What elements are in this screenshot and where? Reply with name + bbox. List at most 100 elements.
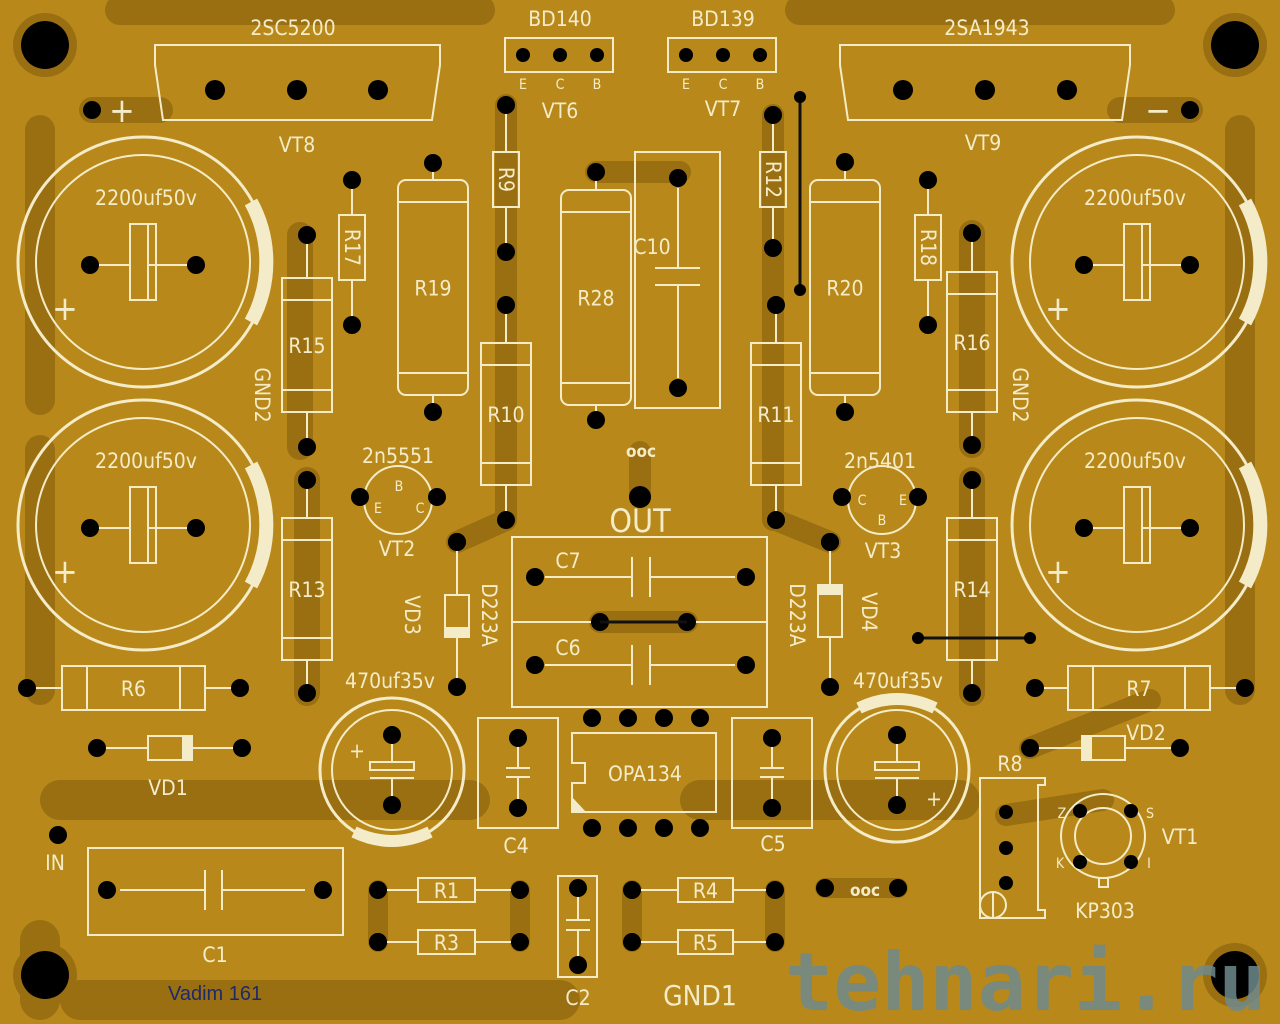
cap-big-4-value: 2200uf50v	[1084, 449, 1186, 473]
solder-pad	[716, 48, 730, 62]
diode-cathode-band	[1082, 736, 1092, 760]
ic-outline	[571, 732, 717, 813]
resistor-label: R5	[693, 931, 718, 955]
solder-pad	[205, 80, 225, 100]
pin1-marker	[572, 797, 586, 812]
vt7-pin-c: C	[719, 77, 728, 93]
electrolytic-cap-inner	[331, 709, 453, 831]
solder-pad	[587, 163, 605, 181]
resistor-body	[750, 342, 802, 486]
cap-470-left-value: 470uf35v	[345, 669, 435, 693]
vd1-label: VD1	[148, 776, 188, 800]
solder-pad	[343, 171, 361, 189]
solder-pad	[511, 881, 529, 899]
electrolytic-cap-inner	[35, 154, 251, 370]
resistor-body	[677, 877, 734, 903]
film-cap-outline	[634, 151, 721, 409]
vt8-ref-label: VT8	[279, 133, 315, 157]
ceramic-cap-outline	[731, 717, 813, 829]
resistor-body	[677, 929, 734, 955]
solder-pad	[1021, 739, 1039, 757]
vt2-pin-b: B	[395, 479, 404, 495]
solder-pad	[1181, 519, 1199, 537]
vd4-label: VD4	[857, 592, 881, 632]
vt7-pin-b: B	[756, 77, 765, 93]
resistor-label: R10	[487, 403, 524, 427]
vt1-pin-s: S	[1146, 806, 1154, 822]
vt1-part-label: KP303	[1075, 899, 1135, 923]
cap-symbol	[120, 870, 305, 910]
mounting-holes	[13, 13, 1267, 1007]
cap-big-2-value: 2200uf50v	[95, 449, 197, 473]
resistor-body	[397, 179, 469, 396]
polarity-band	[856, 693, 938, 714]
ooc-bottom-label: ooc	[850, 881, 880, 901]
solder-pad	[919, 316, 937, 334]
solder-pad	[1075, 519, 1093, 537]
polarity-band	[244, 198, 274, 326]
electrolytic-cap-inner	[1029, 154, 1245, 370]
solder-pad	[298, 226, 316, 244]
silkscreen-labels: 2SC5200 VT8 2SA1943 VT9 BD140 VT6 E C B …	[45, 7, 1266, 1024]
vd2-label: VD2	[1126, 721, 1166, 745]
cap-plate	[1123, 223, 1151, 301]
vt6-pin-c: C	[556, 77, 565, 93]
solder-pad	[569, 879, 587, 897]
resistor-band	[1092, 666, 1186, 710]
solder-pad	[999, 841, 1013, 855]
solder-pad	[369, 933, 387, 951]
solder-pad	[963, 436, 981, 454]
copper-traces	[20, 0, 1255, 1020]
solder-pad	[298, 684, 316, 702]
solder-pad	[18, 679, 36, 697]
solder-pad	[836, 403, 854, 421]
resistor-label: R20	[826, 277, 863, 301]
solder-pad	[629, 486, 651, 508]
resistor-body	[946, 517, 998, 661]
solder-pad	[81, 256, 99, 274]
vt2-pin-c: C	[416, 501, 425, 517]
solder-pad	[1073, 855, 1087, 869]
solder-pad	[963, 471, 981, 489]
polarity-band	[1238, 198, 1268, 326]
resistor-label: R7	[1126, 677, 1151, 701]
resistor-band	[86, 666, 181, 710]
solder-pad	[509, 799, 527, 817]
resistor-body	[946, 271, 998, 413]
solder-pad	[763, 799, 781, 817]
vt9-part-label: 2SA1943	[944, 16, 1029, 40]
cap-plate	[129, 223, 157, 301]
mounting-hole	[1211, 951, 1259, 999]
solder-pad	[975, 80, 995, 100]
plus-terminal-label: +	[109, 91, 135, 131]
resistor-label: R17	[340, 229, 364, 266]
vt7-ref-label: VT7	[705, 97, 741, 121]
solder-pad	[351, 488, 369, 506]
solder-pad	[669, 169, 687, 187]
solder-pad	[999, 876, 1013, 890]
solder-pad	[590, 48, 604, 62]
solder-pad	[737, 656, 755, 674]
ooc-top-label: ooc	[626, 442, 656, 462]
solder-pad	[509, 729, 527, 747]
cap-big-3-value: 2200uf50v	[1084, 186, 1186, 210]
solder-pad	[623, 933, 641, 951]
vt3-part-label: 2n5401	[844, 449, 916, 473]
resistor-band	[561, 211, 631, 384]
solder-pad	[583, 819, 601, 837]
resistor-body	[914, 214, 942, 281]
resistor-body	[417, 929, 476, 955]
resistor-body	[480, 342, 532, 486]
solder-pad	[763, 729, 781, 747]
solder-pad	[497, 511, 515, 529]
resistor-label: R28	[577, 287, 614, 311]
resistor-label: R12	[761, 161, 785, 198]
vd3-label: VD3	[400, 595, 424, 635]
solder-pad	[83, 101, 101, 119]
resistor-body	[1067, 665, 1211, 711]
solder-pad	[912, 632, 924, 644]
solder-pad	[49, 826, 67, 844]
c7-label: C7	[555, 549, 580, 573]
solder-pad	[655, 709, 673, 727]
vt1-pin-z: Z	[1058, 806, 1067, 822]
